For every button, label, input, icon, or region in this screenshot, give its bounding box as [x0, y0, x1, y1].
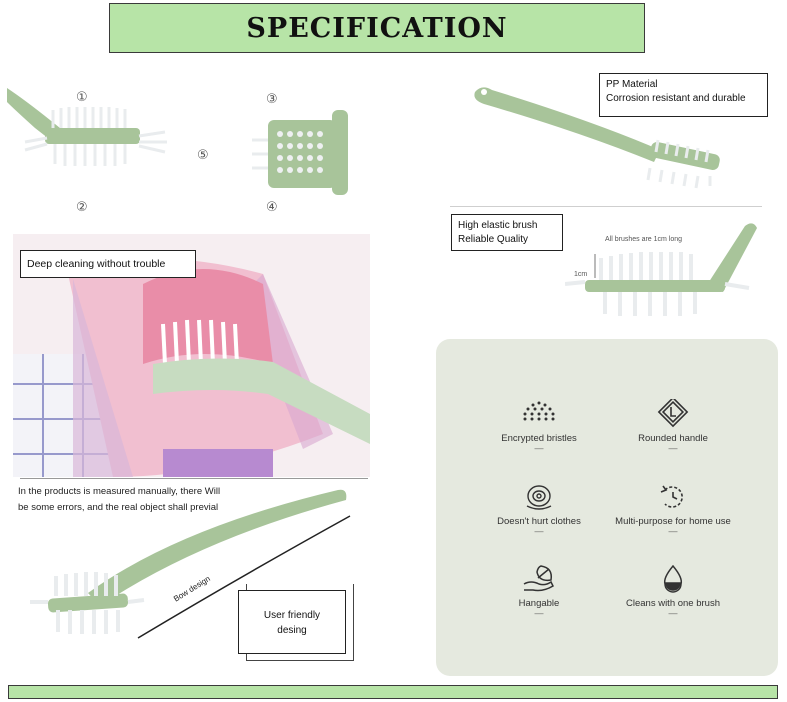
feature-dash: — — [668, 443, 678, 453]
brush-side-view — [250, 110, 360, 195]
pp-material-line1: PP Material — [606, 79, 658, 90]
feature-label: Rounded handle — [638, 433, 708, 444]
feature-label: Encrypted bristles — [501, 433, 577, 444]
feature-label: Multi-purpose for home use — [615, 516, 731, 527]
bow-design-brush — [28, 488, 358, 660]
dots-icon — [521, 399, 557, 429]
diagram-number-2: ② — [76, 200, 88, 215]
diagram-number-4: ④ — [266, 200, 278, 215]
rounded-handle-icon — [655, 396, 691, 429]
feature-label: Hangable — [518, 598, 560, 609]
leaf-hand-icon — [521, 564, 557, 594]
pp-material-callout: PP Material Corrosion resistant and dura… — [599, 73, 768, 117]
fabric-icon — [521, 482, 557, 512]
divider — [450, 206, 762, 207]
feature-label: Doesn't hurt clothes — [497, 516, 581, 527]
diagram-number-5: ⑤ — [197, 148, 209, 163]
title-banner: SPECIFICATION — [109, 3, 645, 53]
feature-doesnt-hurt-clothes: Doesn't hurt clothes — — [464, 482, 614, 536]
brush-front-view — [5, 80, 185, 190]
feature-hangable: Hangable — — [464, 564, 614, 618]
feature-dash: — — [534, 608, 544, 618]
disclaimer-line2: be some errors, and the real object shal… — [18, 502, 219, 513]
rotate-icon — [655, 482, 691, 512]
deep-cleaning-callout: Deep cleaning without trouble — [20, 250, 196, 278]
feature-label: Cleans with one brush — [626, 598, 720, 609]
diagram-number-3: ③ — [266, 92, 278, 107]
diagram-number-1: ① — [76, 90, 88, 105]
feature-dash: — — [668, 608, 678, 618]
feature-dash: — — [534, 443, 544, 453]
elastic-line2: Reliable Quality — [458, 234, 529, 245]
feature-rounded-handle: Rounded handle — — [598, 396, 748, 453]
page-title: SPECIFICATION — [246, 12, 508, 44]
feature-dash: — — [534, 526, 544, 536]
footer-banner — [8, 685, 778, 699]
pp-material-line2: Corrosion resistant and durable — [606, 93, 746, 104]
feature-encrypted-bristles: Encrypted bristles — — [464, 399, 614, 453]
user-friendly-line2: desing — [277, 625, 307, 636]
measure-note: All brushes are 1cm long — [605, 236, 683, 243]
elastic-line1: High elastic brush — [458, 220, 538, 231]
features-panel: Encrypted bristles — Rounded handle — Do… — [436, 339, 778, 676]
feature-cleans-with-one-brush: Cleans with one brush — — [598, 564, 748, 618]
disclaimer-note: In the products is measured manually, th… — [18, 484, 220, 516]
user-friendly-callout: User friendly desing — [238, 590, 346, 654]
brush-measure-image — [564, 218, 760, 323]
user-friendly-line1: User friendly — [263, 610, 321, 621]
measure-size: 1cm — [574, 271, 588, 278]
divider — [20, 478, 368, 479]
full-brush-image — [470, 80, 740, 195]
feature-multi-purpose: Multi-purpose for home use — — [598, 482, 748, 536]
water-drop-icon — [655, 564, 691, 594]
disclaimer-line1: In the products is measured manually, th… — [18, 486, 221, 497]
feature-dash: — — [668, 526, 678, 536]
elastic-brush-callout: High elastic brush Reliable Quality — [451, 214, 563, 251]
